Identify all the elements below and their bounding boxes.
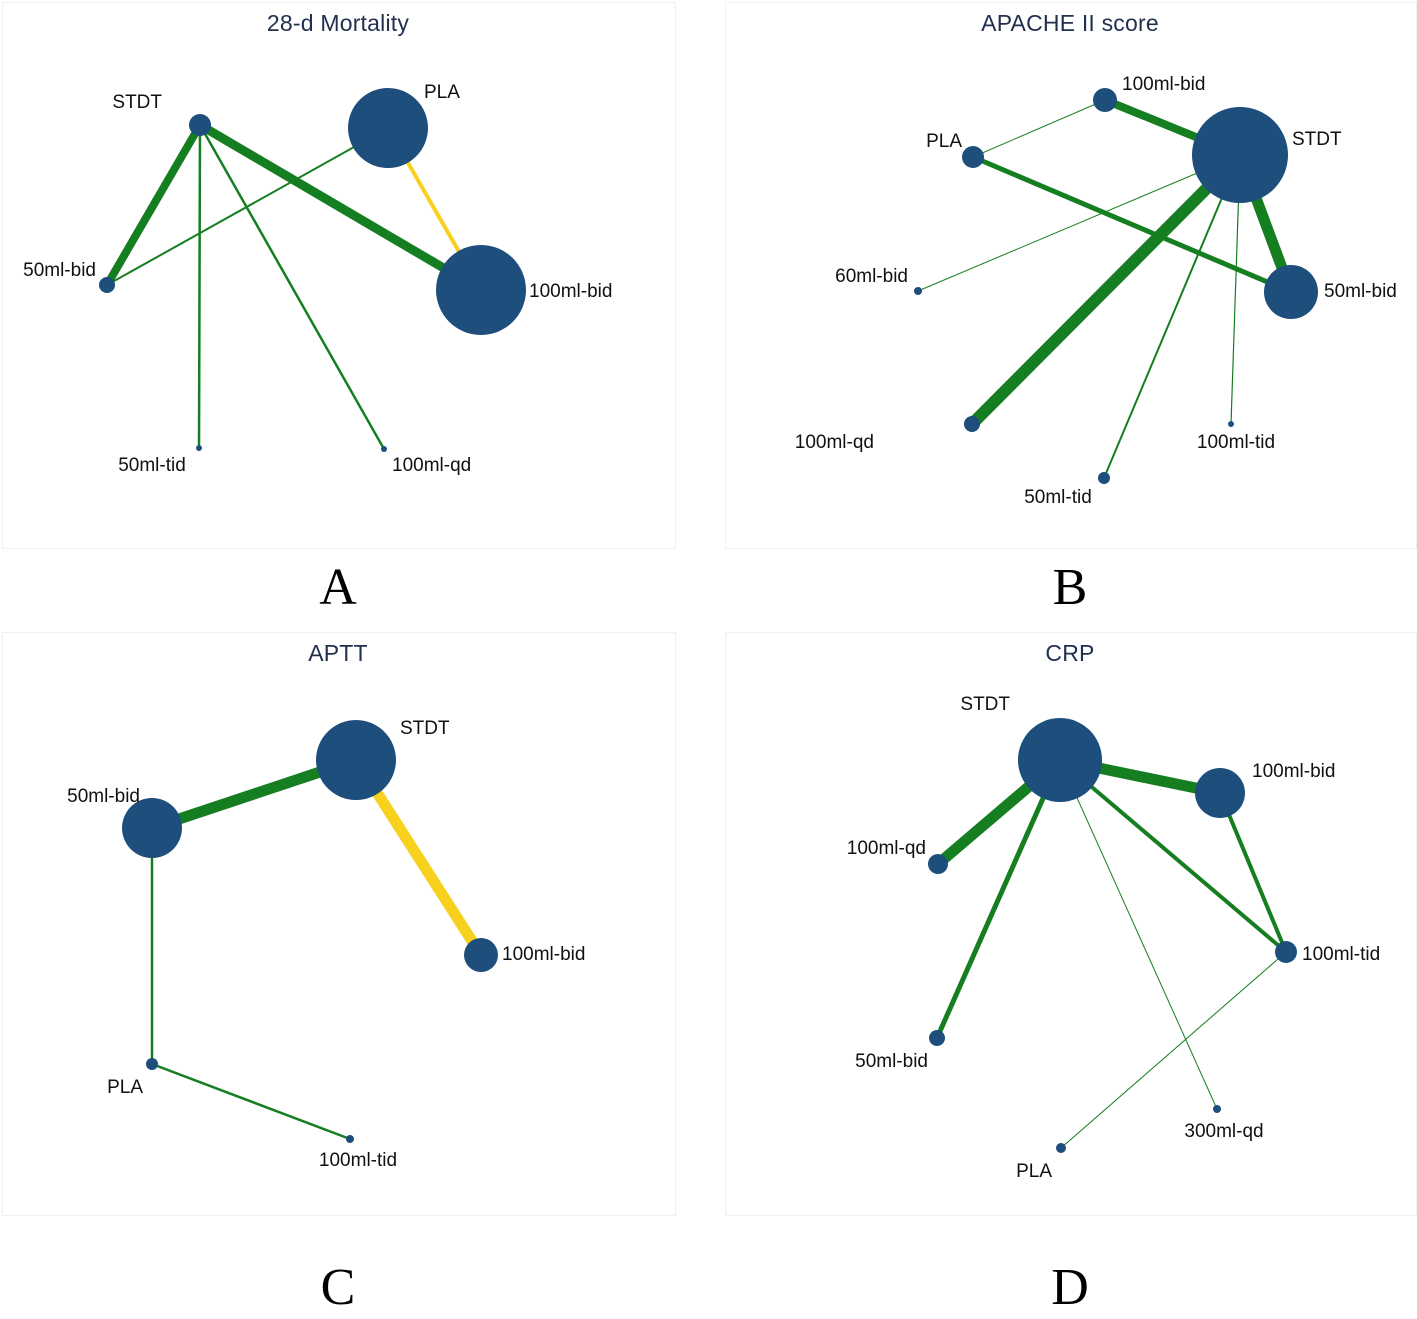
panel-C-title: APTT <box>308 640 368 666</box>
panel-B-title: APACHE II score <box>981 10 1159 36</box>
node-label-STDT: STDT <box>1292 129 1342 150</box>
panel-A-nodes <box>99 88 526 452</box>
edge-STDT-100ml-tid <box>1058 758 1288 954</box>
node-50ml-bid[interactable] <box>929 1030 945 1046</box>
panel-D-nodes <box>928 718 1297 1153</box>
node-label-50ml-bid: 50ml-bid <box>855 1051 928 1072</box>
edge-100ml-tid-PLA <box>1060 951 1287 1149</box>
node-STDT[interactable] <box>189 114 211 136</box>
node-100ml-qd[interactable] <box>964 416 980 432</box>
edge-STDT-60ml-bid <box>917 154 1241 292</box>
node-label-100ml-tid: 100ml-tid <box>318 1150 398 1171</box>
node-100ml-qd[interactable] <box>928 854 948 874</box>
node-STDT[interactable] <box>1192 107 1288 203</box>
node-label-PLA: PLA <box>107 1077 143 1098</box>
panel-A-edges <box>103 121 484 450</box>
panel-B-letter: B <box>1052 559 1088 616</box>
edge-STDT-100ml-bid <box>197 121 484 294</box>
node-PLA[interactable] <box>348 88 428 168</box>
edge-STDT-50ml-tid <box>197 124 202 449</box>
node-label-300ml-qd: 300ml-qd <box>1184 1121 1264 1142</box>
edge-PLA-100ml-bid <box>972 99 1106 158</box>
panel-D-title: CRP <box>1045 640 1095 666</box>
node-100ml-tid[interactable] <box>346 1135 354 1143</box>
edge-PLA-50ml-bid <box>106 127 389 286</box>
panel-C-nodes <box>122 720 498 1143</box>
node-STDT[interactable] <box>1018 718 1102 802</box>
node-100ml-bid[interactable] <box>464 938 498 972</box>
node-label-50ml-tid: 50ml-tid <box>1024 487 1092 508</box>
node-label-100ml-bid: 100ml-bid <box>529 281 613 302</box>
node-label-PLA: PLA <box>926 131 962 152</box>
node-100ml-bid[interactable] <box>436 245 526 335</box>
node-label-STDT: STDT <box>400 718 450 739</box>
node-label-100ml-qd: 100ml-qd <box>392 455 472 476</box>
node-label-PLA: PLA <box>1016 1161 1052 1182</box>
node-100ml-bid[interactable] <box>1195 768 1245 818</box>
node-50ml-bid[interactable] <box>99 277 115 293</box>
node-label-100ml-tid: 100ml-tid <box>1196 432 1276 453</box>
edge-STDT-100ml-qd <box>967 150 1245 429</box>
node-label-100ml-qd: 100ml-qd <box>846 838 926 859</box>
panel-C-letter: C <box>320 1259 356 1316</box>
node-label-100ml-bid: 100ml-bid <box>1122 74 1206 95</box>
node-50ml-bid[interactable] <box>1264 265 1318 319</box>
edge-PLA-100ml-tid <box>151 1062 351 1141</box>
panel-D-letter: D <box>1051 1259 1089 1316</box>
node-STDT[interactable] <box>316 720 396 800</box>
node-50ml-bid[interactable] <box>122 798 182 858</box>
node-PLA[interactable] <box>962 146 984 168</box>
node-label-50ml-bid: 50ml-bid <box>23 260 96 281</box>
panel-A-letter: A <box>319 559 357 616</box>
node-label-50ml-bid: 50ml-bid <box>67 786 140 807</box>
node-label-STDT: STDT <box>112 92 162 113</box>
edge-STDT-300ml-qd <box>1059 759 1218 1110</box>
edge-PLA-50ml-bid <box>972 154 1292 295</box>
node-100ml-tid[interactable] <box>1275 941 1297 963</box>
node-label-60ml-bid: 60ml-bid <box>835 266 908 287</box>
node-100ml-bid[interactable] <box>1093 88 1117 112</box>
node-label-100ml-bid: 100ml-bid <box>1252 761 1336 782</box>
node-PLA[interactable] <box>146 1058 158 1070</box>
node-300ml-qd[interactable] <box>1213 1105 1221 1113</box>
panel-A-title: 28-d Mortality <box>266 10 410 36</box>
node-label-50ml-bid: 50ml-bid <box>1324 281 1397 302</box>
node-label-STDT: STDT <box>960 694 1010 715</box>
edge-STDT-100ml-qd <box>198 124 386 450</box>
node-PLA[interactable] <box>1056 1143 1066 1153</box>
edge-STDT-50ml-tid <box>1103 154 1241 479</box>
node-label-100ml-tid: 100ml-tid <box>1302 944 1381 965</box>
edge-100ml-bid-100ml-tid <box>1218 792 1288 953</box>
node-50ml-tid[interactable] <box>196 445 202 451</box>
node-100ml-tid[interactable] <box>1228 421 1234 427</box>
edge-STDT-50ml-bid <box>934 758 1063 1040</box>
node-label-PLA: PLA <box>424 82 460 103</box>
node-100ml-qd[interactable] <box>381 446 387 452</box>
node-60ml-bid[interactable] <box>914 287 922 295</box>
node-label-100ml-qd: 100ml-qd <box>794 432 874 453</box>
edge-STDT-50ml-bid <box>103 122 204 288</box>
node-50ml-tid[interactable] <box>1098 472 1110 484</box>
panel-D-edges <box>934 754 1288 1149</box>
node-label-50ml-tid: 50ml-tid <box>118 455 186 476</box>
node-label-100ml-bid: 100ml-bid <box>502 944 586 965</box>
panel-B-nodes <box>914 88 1318 484</box>
